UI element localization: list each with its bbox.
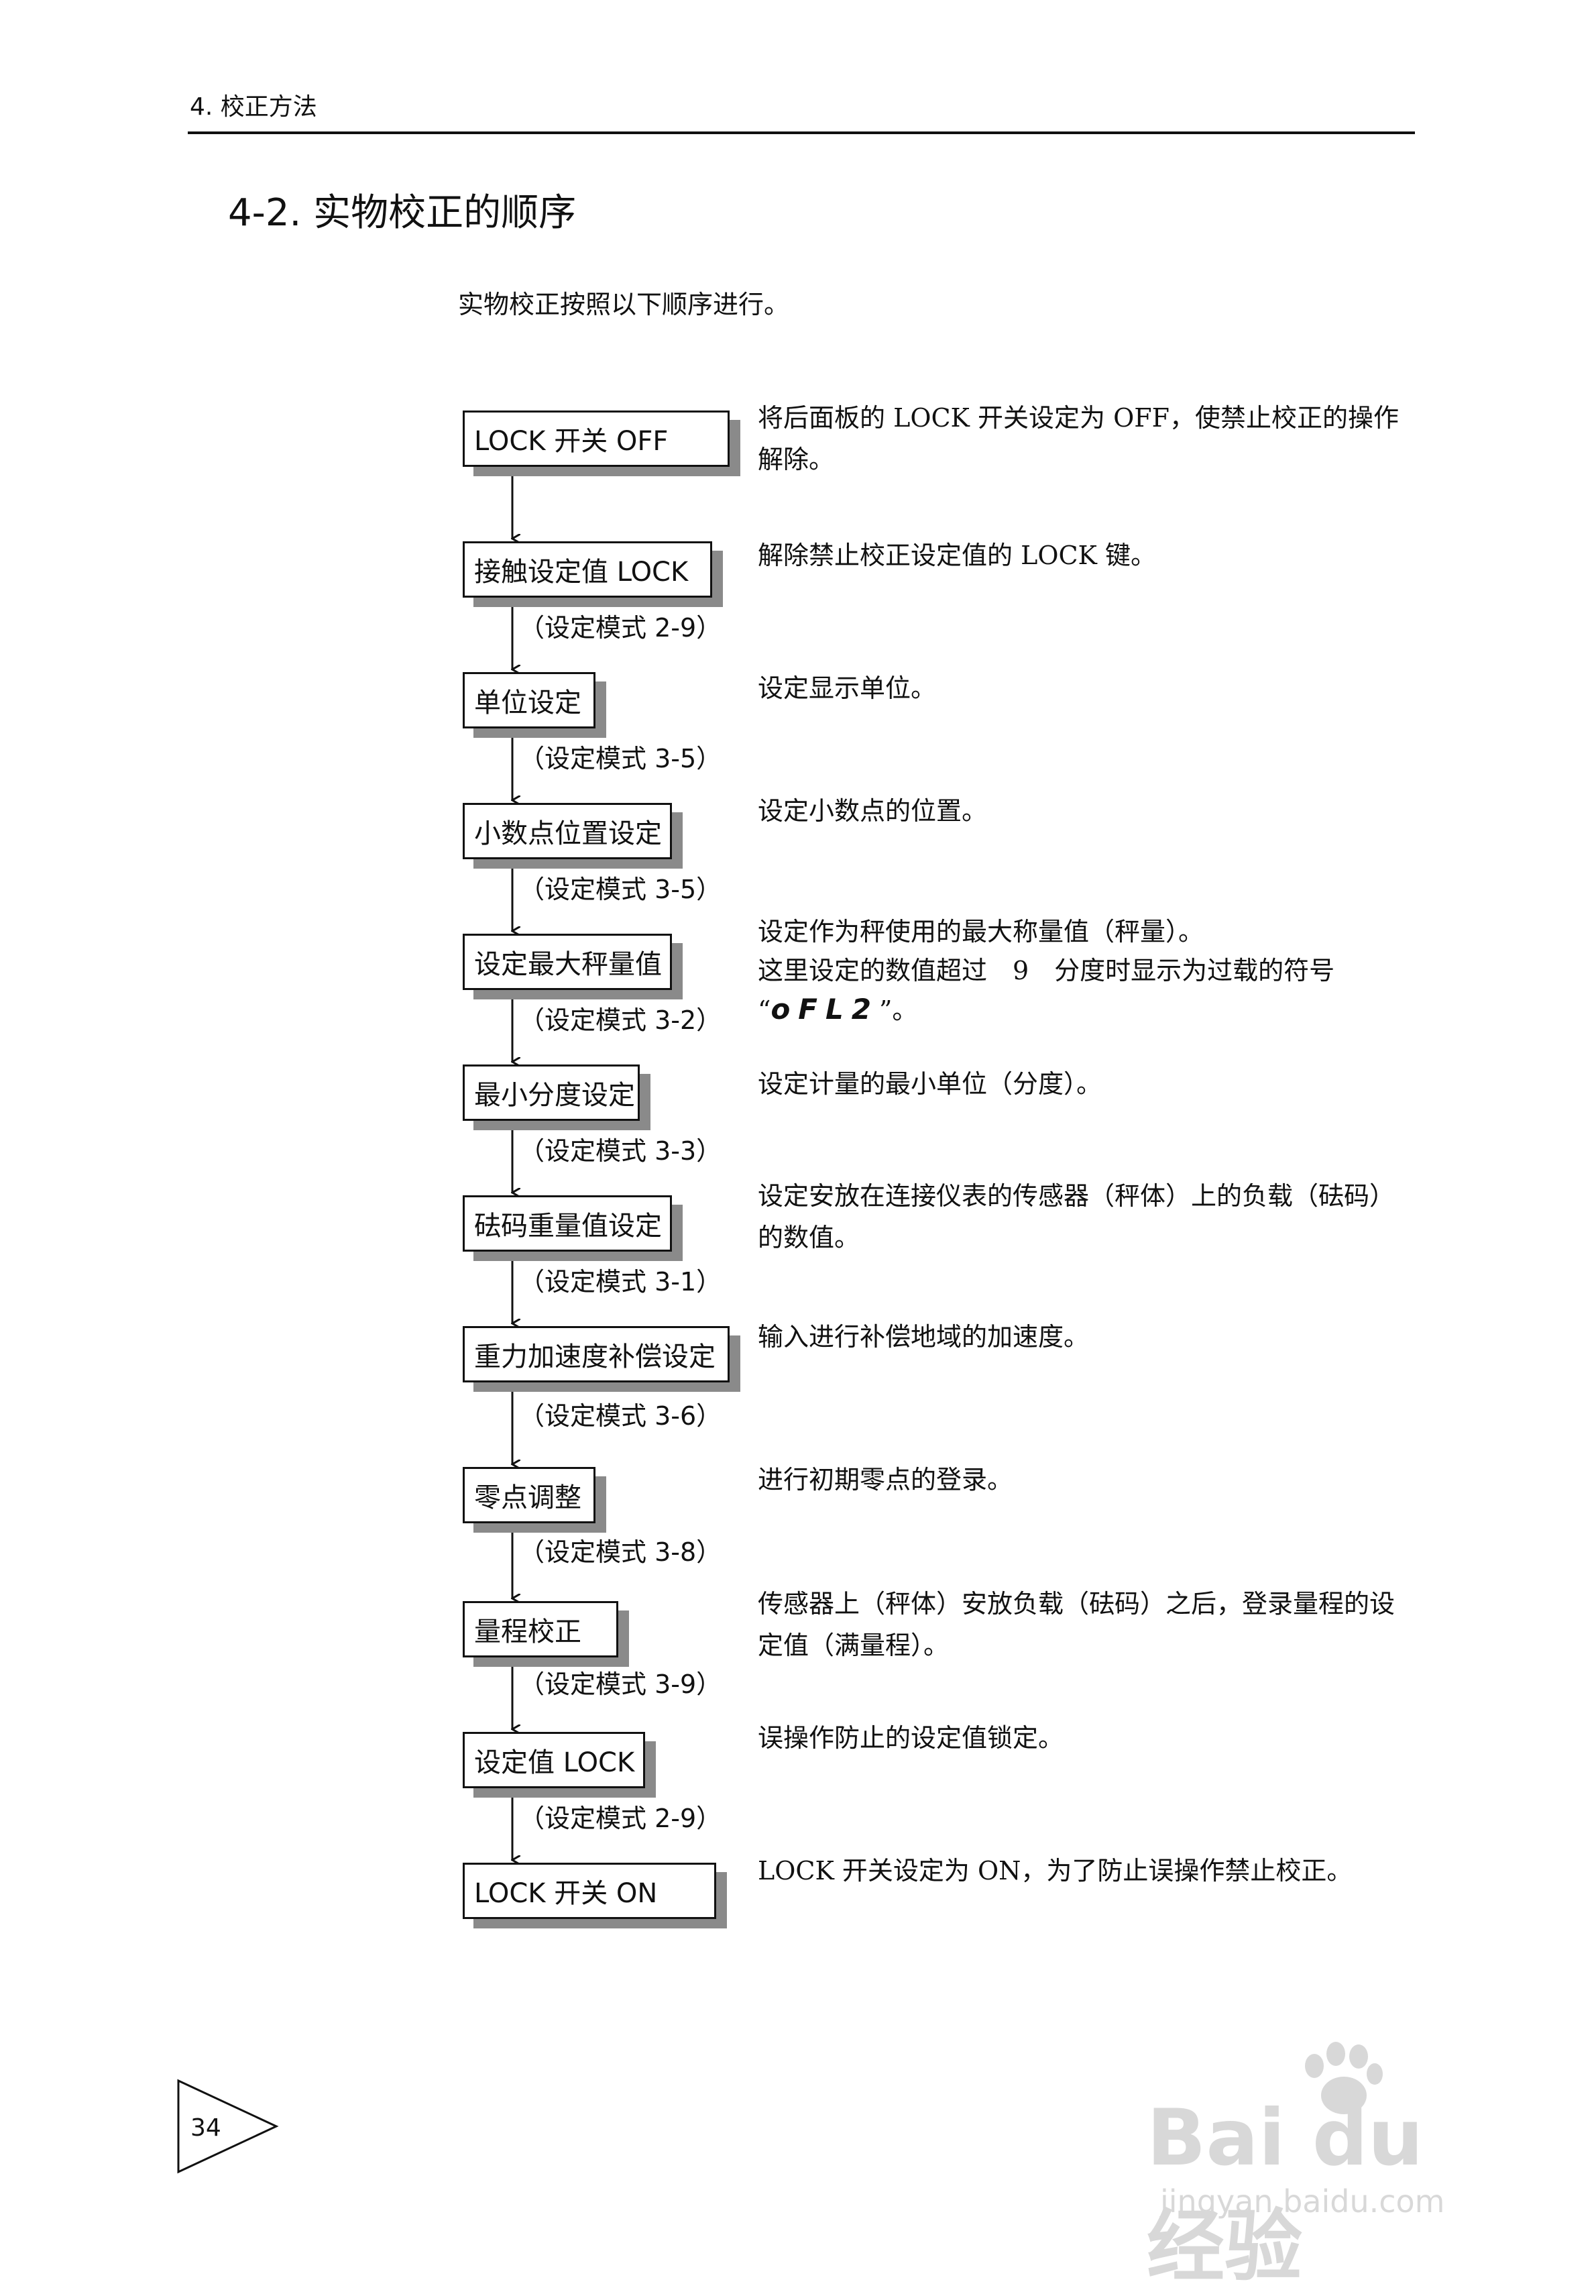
description-line: 解除。 — [758, 445, 835, 474]
step-setpoint-lock: 设定值 LOCK — [463, 1732, 645, 1788]
step-decimal-point-setting: 小数点位置设定 — [463, 803, 672, 859]
step-description: 进行初期零点的登录。 — [758, 1459, 1415, 1500]
step-unit-setting: 单位设定 — [463, 672, 595, 728]
section-header: 4. 校正方法 — [190, 93, 317, 121]
mode-label: （设定模式 3-5） — [519, 744, 722, 773]
step-lock-switch-off: LOCK 开关 OFF — [463, 411, 730, 467]
mode-label: （设定模式 3-9） — [519, 1670, 722, 1699]
mode-label: （设定模式 3-6） — [519, 1401, 722, 1431]
description-line: 传感器上（秤体）安放负载（砝码）之后，登录量程的设 — [758, 1589, 1395, 1619]
mode-label: （设定模式 3-5） — [519, 875, 722, 904]
close-quote: ”。 — [878, 995, 918, 1025]
step-zero-adjustment: 零点调整 — [463, 1467, 595, 1523]
description-line: 进行初期零点的登录。 — [758, 1465, 1013, 1494]
intro-text: 实物校正按照以下顺序进行。 — [458, 290, 790, 319]
step-lock-switch-on: LOCK 开关 ON — [463, 1863, 716, 1919]
step-weight-value-setting: 砝码重量值设定 — [463, 1195, 672, 1252]
mode-label: （设定模式 3-2） — [519, 1005, 722, 1035]
description-line: 输入进行补偿地域的加速度。 — [758, 1322, 1090, 1352]
mode-label: （设定模式 3-1） — [519, 1267, 722, 1297]
step-description: 设定小数点的位置。 — [758, 790, 1415, 832]
step-span-calibration: 量程校正 — [463, 1601, 618, 1657]
mode-label: （设定模式 2-9） — [519, 613, 722, 643]
mode-label: （设定模式 2-9） — [519, 1804, 722, 1833]
step-description: 设定安放在连接仪表的传感器（秤体）上的负载（砝码） 的数值。 — [758, 1175, 1415, 1258]
step-min-division-setting: 最小分度设定 — [463, 1064, 640, 1121]
description-line: 定值（满量程）。 — [758, 1631, 950, 1660]
description-line: LOCK 开关设定为 ON，为了防止误操作禁止校正。 — [758, 1856, 1353, 1885]
description-line: 设定小数点的位置。 — [758, 796, 988, 826]
header-rule — [188, 131, 1415, 134]
overload-symbol: oFL2 — [771, 993, 879, 1026]
step-description: 输入进行补偿地域的加速度。 — [758, 1316, 1415, 1358]
description-line: 设定安放在连接仪表的传感器（秤体）上的负载（砝码） — [758, 1181, 1395, 1211]
watermark-url: jingyan.baidu.com — [1160, 2183, 1445, 2220]
step-description: 传感器上（秤体）安放负载（砝码）之后，登录量程的设 定值（满量程）。 — [758, 1583, 1415, 1666]
description-line: 解除禁止校正设定值的 LOCK 键。 — [758, 541, 1157, 570]
step-description: 误操作防止的设定值锁定。 — [758, 1717, 1415, 1759]
open-quote: “ — [758, 995, 771, 1025]
description-line: 设定计量的最小单位（分度）。 — [758, 1069, 1102, 1099]
description-line: 将后面板的 LOCK 开关设定为 OFF，使禁止校正的操作 — [758, 403, 1399, 433]
mode-label: （设定模式 3-3） — [519, 1136, 722, 1166]
description-line: 的数值。 — [758, 1223, 860, 1252]
step-description: LOCK 开关设定为 ON，为了防止误操作禁止校正。 — [758, 1850, 1415, 1892]
description-line: 设定作为秤使用的最大称量值（秤量）。 — [758, 917, 1204, 946]
step-gravity-compensation-setting: 重力加速度补偿设定 — [463, 1326, 730, 1382]
page-title: 4-2. 实物校正的顺序 — [228, 191, 577, 235]
description-line: 设定显示单位。 — [758, 673, 937, 703]
page-number-marker-icon — [177, 2079, 279, 2174]
watermark: Bai du 经验 jingyan.baidu.com — [1140, 2039, 1516, 2292]
step-description: 设定作为秤使用的最大称量值（秤量）。 这里设定的数值超过 9 分度时显示为过载的… — [758, 912, 1415, 1030]
step-contact-setpoint-lock: 接触设定值 LOCK — [463, 541, 712, 598]
page-number: 34 — [190, 2114, 221, 2142]
step-description: 解除禁止校正设定值的 LOCK 键。 — [758, 535, 1415, 576]
step-description: 将后面板的 LOCK 开关设定为 OFF，使禁止校正的操作 解除。 — [758, 397, 1415, 480]
description-line: 误操作防止的设定值锁定。 — [758, 1723, 1064, 1753]
mode-label: （设定模式 3-8） — [519, 1537, 722, 1567]
step-max-capacity-setting: 设定最大秤量值 — [463, 934, 672, 990]
description-line: 这里设定的数值超过 9 分度时显示为过载的符号 — [758, 956, 1335, 985]
step-description: 设定显示单位。 — [758, 667, 1415, 709]
paw-logo-icon — [1305, 2042, 1383, 2114]
step-description: 设定计量的最小单位（分度）。 — [758, 1063, 1415, 1105]
description-line: “oFL2”。 — [758, 990, 1415, 1030]
